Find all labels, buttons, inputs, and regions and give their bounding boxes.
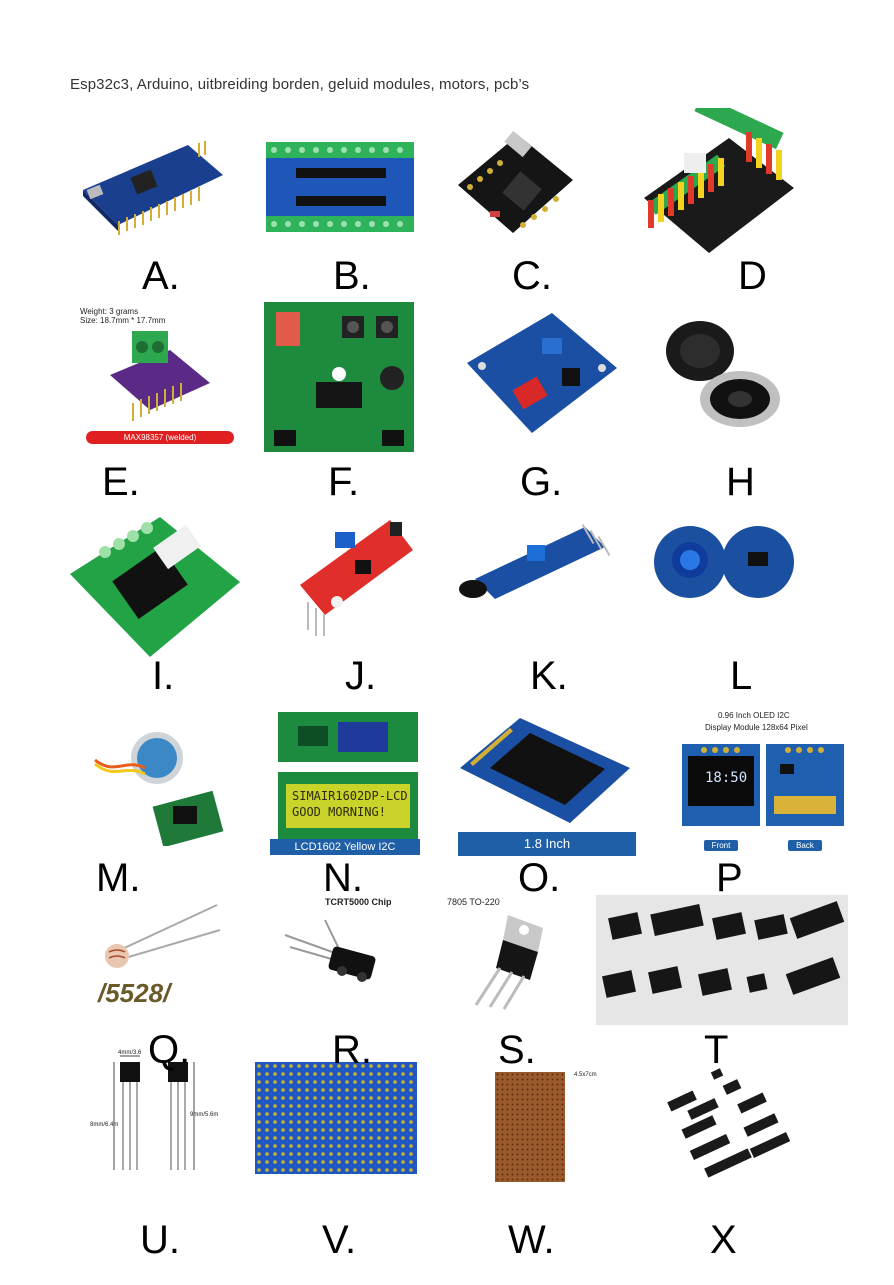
regulator-title: 7805 TO-220 xyxy=(447,897,500,907)
blue-perfboard-image xyxy=(255,1062,417,1174)
max98357-module-image xyxy=(110,331,210,421)
oled-back-label: Back xyxy=(788,840,822,851)
lcd-line-2: GOOD MORNING! xyxy=(292,805,386,819)
label-n: N. xyxy=(323,856,363,900)
rotary-pot-module-image xyxy=(654,526,794,598)
oled-front-label: Front xyxy=(704,840,738,851)
label-o: O. xyxy=(518,856,561,900)
speakers-image xyxy=(666,321,780,427)
photoresistor-image xyxy=(105,904,221,968)
terminal-shield-image xyxy=(266,142,414,232)
page-header: Esp32c3, Arduino, uitbreiding borden, ge… xyxy=(70,76,530,93)
voltage-regulator-image xyxy=(474,915,543,1010)
hall-dim-2: 8mm/6.4m xyxy=(90,1122,119,1128)
stepper-motor-image xyxy=(94,732,224,846)
label-s: S. xyxy=(498,1028,536,1072)
label-j: J. xyxy=(345,654,377,698)
hall-dim-3: 9mm/5.6m xyxy=(190,1112,219,1118)
ldr-type-label: /5528/ xyxy=(98,978,171,1008)
ic-sockets-image xyxy=(667,1068,791,1178)
label-q: Q. xyxy=(148,1028,191,1072)
label-a: A. xyxy=(142,254,180,298)
label-t: T xyxy=(704,1028,729,1072)
oled-front-image xyxy=(682,744,760,826)
servo-expansion-board-image xyxy=(644,108,794,253)
esp32c3-board-image xyxy=(458,130,573,233)
label-p: P xyxy=(716,856,743,900)
flame-sensor-image xyxy=(459,523,611,599)
hall-dim-1: 4mm/3.6 xyxy=(118,1050,142,1056)
label-b: B. xyxy=(333,254,371,298)
label-f: F. xyxy=(328,460,360,504)
oled-back-image xyxy=(766,744,844,826)
label-l: L xyxy=(730,654,753,698)
label-u: U. xyxy=(140,1218,180,1262)
label-v: V. xyxy=(322,1218,357,1262)
label-r: R. xyxy=(332,1028,372,1072)
stripboard-image xyxy=(495,1072,565,1182)
n-product-label: LCD1602 Yellow I2C xyxy=(270,839,420,855)
label-h: H xyxy=(726,460,755,504)
ic-chips-image xyxy=(596,895,848,1025)
o-product-label: 1.8 Inch xyxy=(458,832,636,856)
label-e: E. xyxy=(102,460,140,504)
lcd-line-1: SIMAIR1602DP-LCD xyxy=(292,789,408,803)
tft-display-image xyxy=(460,718,630,823)
label-w: W. xyxy=(508,1218,555,1262)
sensor-module-red-image xyxy=(300,520,413,636)
hall-sensors-image xyxy=(113,1055,195,1170)
e-weight-caption: Weight: 3 grams xyxy=(80,307,139,316)
e-size-caption: Size: 18.7mm * 17.7mm xyxy=(80,316,166,325)
tcrt5000-image xyxy=(284,919,376,982)
stripboard-size: 4.5x7cm xyxy=(574,1072,597,1078)
lcd1602-image xyxy=(278,712,418,840)
uln2003-driver-image xyxy=(70,517,240,657)
arduino-nano-image xyxy=(83,141,223,235)
label-g: G. xyxy=(520,460,563,504)
oled-title-1: 0.96 Inch OLED I2C xyxy=(718,711,790,720)
label-m: M. xyxy=(96,856,141,900)
tcrt-title: TCRT5000 Chip xyxy=(325,897,392,907)
oled-time: 18:50 xyxy=(705,770,748,786)
label-d: D xyxy=(738,254,767,298)
label-c: C. xyxy=(512,254,552,298)
e-product-label: MAX98357 (welded) xyxy=(86,431,234,444)
mp3-player-module-image xyxy=(467,313,617,433)
oled-title-2: Display Module 128x64 Pixel xyxy=(705,723,808,732)
label-i: I. xyxy=(152,654,175,698)
voice-recorder-module-image xyxy=(264,302,414,452)
label-x: X xyxy=(710,1218,737,1262)
label-k: K. xyxy=(530,654,568,698)
